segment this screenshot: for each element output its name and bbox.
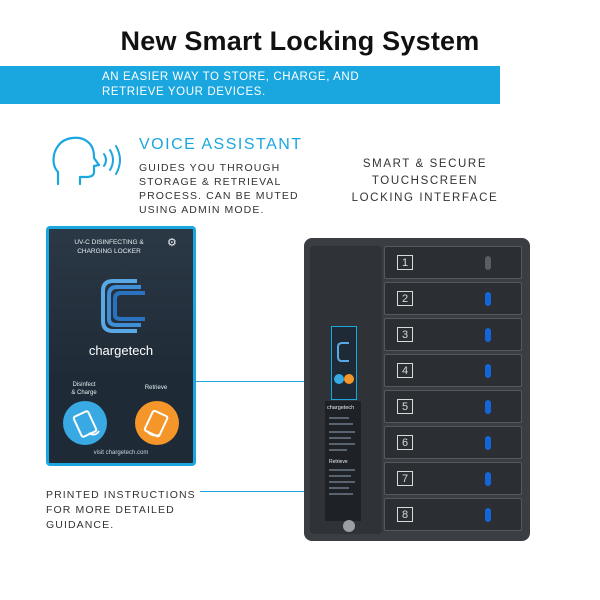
voice-desc-line: USING ADMIN MODE. — [139, 204, 265, 216]
instruction-line — [329, 449, 347, 451]
mini-panel-brand: chargetech — [327, 405, 355, 411]
mini-panel-retrieve: Retrieve — [329, 459, 348, 465]
door-number: 4 — [397, 363, 413, 378]
door-number: 5 — [397, 399, 413, 414]
door-number: 1 — [397, 255, 413, 270]
door-number: 3 — [397, 327, 413, 342]
door-status-light — [485, 472, 491, 486]
door-status-light — [485, 436, 491, 450]
voice-desc-line: PROCESS. CAN BE MUTED — [139, 190, 299, 202]
door-status-light — [485, 292, 491, 306]
instruction-line — [329, 443, 355, 445]
instruction-line — [329, 493, 353, 495]
locker-round-button[interactable] — [343, 520, 355, 532]
gear-icon[interactable]: ⚙ — [167, 237, 177, 249]
locker-door-5[interactable]: 5 — [384, 390, 522, 423]
option-disinfect-line-1: Disinfect — [72, 382, 96, 388]
retrieve-phone-icon — [143, 409, 169, 438]
door-status-light — [485, 400, 491, 414]
instruction-line — [329, 469, 355, 471]
subtitle-banner: AN EASIER WAY TO STORE, CHARGE, AND RETR… — [0, 66, 500, 104]
door-status-light — [485, 256, 491, 270]
screen-connector-line — [196, 381, 322, 382]
voice-assistant-icon — [52, 136, 121, 186]
instruction-line — [329, 475, 351, 477]
banner-line-1: AN EASIER WAY TO STORE, CHARGE, AND — [102, 71, 360, 83]
screen-brand-name: chargetech — [88, 343, 154, 358]
instruction-line — [329, 481, 355, 483]
instruction-line — [329, 437, 351, 439]
page-title: New Smart Locking System — [120, 26, 480, 56]
option-disinfect-line-2: & Charge — [71, 390, 97, 396]
screen-header-line-1: UV-C DISINFECTING & — [74, 239, 144, 246]
locker-door-1[interactable]: 1 — [384, 246, 522, 279]
charging-locker: chargetech Retrieve 1 2 3 4 5 — [304, 238, 530, 541]
disinfect-phone-icon — [72, 410, 100, 438]
instruction-line — [329, 487, 349, 489]
locker-door-2[interactable]: 2 — [384, 282, 522, 315]
instructions-connector-line — [200, 491, 322, 492]
instruction-line — [329, 431, 355, 433]
smart-caption-line: LOCKING INTERFACE — [351, 192, 499, 204]
banner-line-2: RETRIEVE YOUR DEVICES. — [102, 86, 266, 98]
voice-desc-line: STORAGE & RETRIEVAL — [139, 176, 282, 188]
printed-instructions-caption: PRINTED INSTRUCTIONS FOR MORE DETAILED G… — [46, 488, 196, 533]
locker-door-6[interactable]: 6 — [384, 426, 522, 459]
instruction-line — [329, 417, 349, 419]
option-retrieve-label: Retrieve — [144, 385, 168, 391]
retrieve-button[interactable] — [135, 401, 179, 445]
door-number: 2 — [397, 291, 413, 306]
disinfect-charge-button[interactable] — [63, 401, 107, 445]
printed-caption-line: PRINTED INSTRUCTIONS — [46, 489, 196, 501]
locker-touchscreen[interactable] — [331, 326, 357, 400]
locker-door-3[interactable]: 3 — [384, 318, 522, 351]
screen-header: UV-C DISINFECTING & CHARGING LOCKER — [55, 238, 163, 256]
locker-control-panel: chargetech Retrieve — [310, 246, 382, 534]
screen-top-panel — [49, 229, 193, 375]
door-number: 7 — [397, 471, 413, 486]
door-number: 8 — [397, 507, 413, 522]
option-disinfect-label: Disinfect & Charge — [61, 381, 107, 397]
printed-caption-line: GUIDANCE. — [46, 519, 115, 531]
screen-header-line-2: CHARGING LOCKER — [77, 248, 141, 255]
door-number: 6 — [397, 435, 413, 450]
mini-screen-graphic — [334, 342, 354, 384]
smart-caption-line: SMART & SECURE — [362, 158, 488, 170]
locker-door-7[interactable]: 7 — [384, 462, 522, 495]
voice-desc-line: GUIDES YOU THROUGH — [139, 162, 281, 174]
printed-caption-line: FOR MORE DETAILED — [46, 504, 175, 516]
door-status-light — [485, 508, 491, 522]
voice-assistant-description: GUIDES YOU THROUGH STORAGE & RETRIEVAL P… — [139, 161, 299, 217]
touchscreen-mockup: UV-C DISINFECTING & CHARGING LOCKER ⚙ ch… — [46, 226, 196, 466]
printed-instructions-panel: chargetech Retrieve — [325, 401, 361, 521]
locker-door-8[interactable]: 8 — [384, 498, 522, 531]
screen-url: visit chargetech.com — [93, 450, 149, 456]
door-status-light — [485, 364, 491, 378]
smart-secure-caption: SMART & SECURE TOUCHSCREEN LOCKING INTER… — [340, 156, 510, 207]
door-status-light — [485, 328, 491, 342]
locker-door-4[interactable]: 4 — [384, 354, 522, 387]
smart-caption-line: TOUCHSCREEN — [371, 175, 479, 187]
chargetech-logo-icon — [101, 279, 145, 333]
instruction-line — [329, 423, 353, 425]
voice-assistant-title: VOICE ASSISTANT — [139, 136, 303, 153]
